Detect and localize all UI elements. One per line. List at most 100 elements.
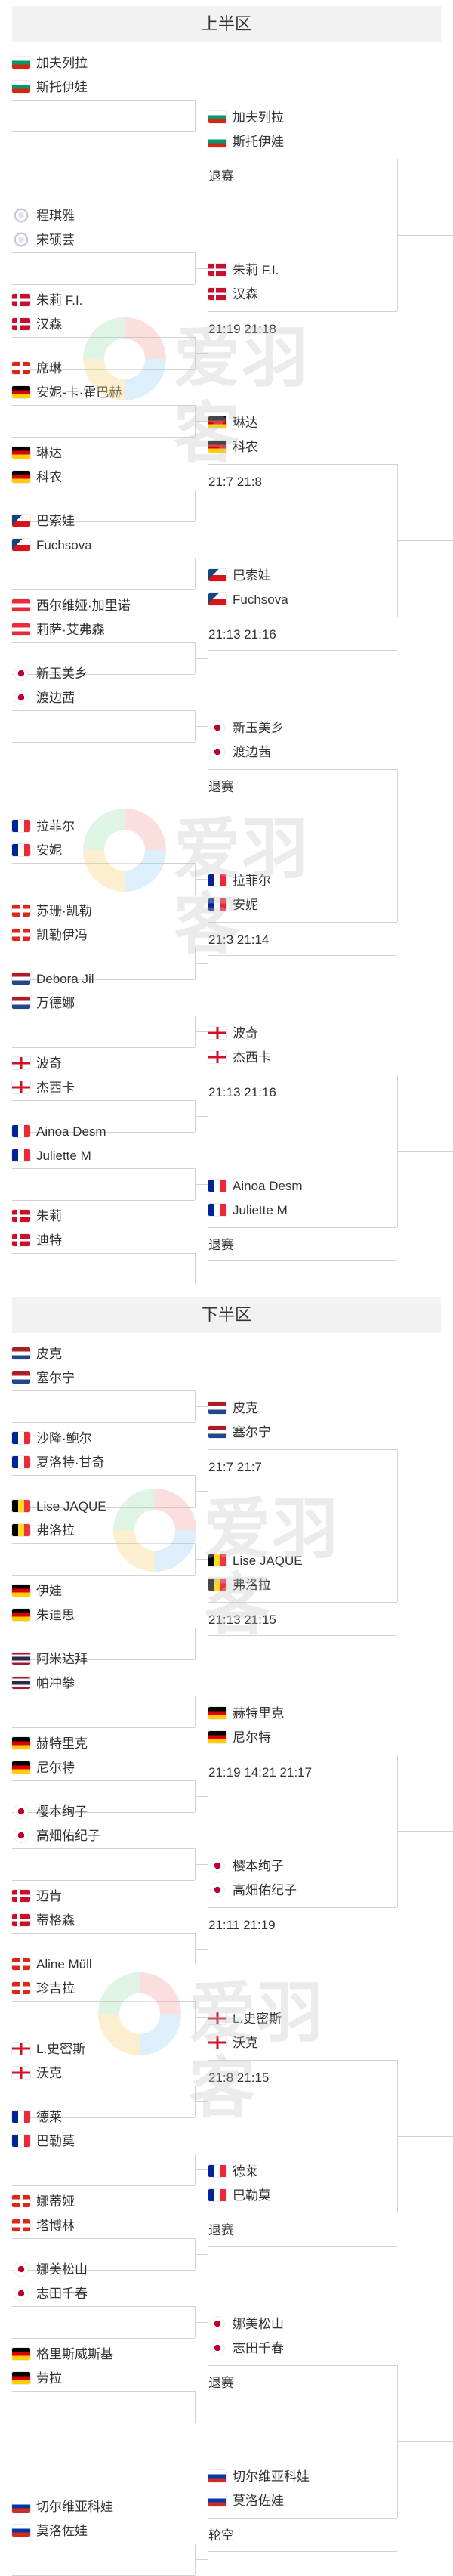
- winner-row[interactable]: 琳达: [208, 414, 258, 432]
- winner-row[interactable]: 娜美松山: [208, 2315, 284, 2333]
- player-row[interactable]: 宋硕芸: [12, 231, 75, 249]
- winner-row[interactable]: 拉菲尔: [208, 872, 271, 890]
- player-row[interactable]: 苏珊·凯勒: [12, 902, 92, 920]
- player-row[interactable]: Fuchsova: [12, 537, 92, 555]
- player-row[interactable]: Lise JAQUE: [12, 1498, 106, 1516]
- player-row[interactable]: 莉萨·艾弗森: [12, 621, 105, 639]
- winner-row[interactable]: Juliette M: [208, 1201, 288, 1220]
- player-row[interactable]: 杰西卡: [12, 1079, 75, 1097]
- player-row[interactable]: 赫特里克: [12, 1735, 88, 1753]
- player-row[interactable]: Debora Jil: [12, 970, 94, 988]
- winner-row[interactable]: 弗洛拉: [208, 1576, 271, 1594]
- watermark-logo: 爱羽客: [98, 1965, 370, 2126]
- winner-row[interactable]: 高畑佑纪子: [208, 1882, 297, 1900]
- player-row[interactable]: 珍吉拉: [12, 1980, 75, 1998]
- player-row[interactable]: 万德娜: [12, 994, 75, 1013]
- player-row[interactable]: 渡边茜: [12, 689, 75, 707]
- player-row[interactable]: 程琪雅: [12, 207, 75, 225]
- player-row[interactable]: 塔博林: [12, 2217, 75, 2235]
- player-row[interactable]: 凯勒伊冯: [12, 926, 88, 945]
- player-row[interactable]: 科农: [12, 469, 62, 487]
- player-row[interactable]: 西尔维娅·加里诺: [12, 597, 131, 615]
- winner-row[interactable]: 波奇: [208, 1025, 258, 1043]
- player-name: 蒂格森: [36, 1913, 75, 1928]
- player-row[interactable]: 阿米达拜: [12, 1650, 88, 1668]
- winner-row[interactable]: 安妮: [208, 896, 258, 914]
- winner-row[interactable]: L.史密斯: [208, 2010, 282, 2028]
- player-row[interactable]: 汉森: [12, 316, 62, 334]
- player-row[interactable]: 帕冲攀: [12, 1675, 75, 1693]
- player-row[interactable]: 樱本绚子: [12, 1803, 88, 1821]
- bracket-line: [12, 521, 195, 522]
- winner-row[interactable]: 德莱: [208, 2163, 258, 2181]
- player-row[interactable]: 弗洛拉: [12, 1522, 75, 1540]
- player-row[interactable]: 拉菲尔: [12, 818, 75, 836]
- player-row[interactable]: 席琳: [12, 360, 62, 378]
- player-row[interactable]: 沙隆·鲍尔: [12, 1430, 92, 1448]
- player-row[interactable]: 安妮-卡·霍巴赫: [12, 384, 122, 402]
- winner-row[interactable]: Lise JAQUE: [208, 1552, 303, 1570]
- player-row[interactable]: 琳达: [12, 444, 62, 462]
- player-row[interactable]: 高畑佑纪子: [12, 1827, 100, 1845]
- winner-row[interactable]: 新玉美乡: [208, 719, 284, 738]
- player-row[interactable]: 沃克: [12, 2064, 62, 2083]
- winner-row[interactable]: 斯托伊娃: [208, 133, 284, 151]
- winner-row[interactable]: 志田千春: [208, 2339, 284, 2358]
- player-row[interactable]: 斯托伊娃: [12, 79, 88, 97]
- winner-row[interactable]: 莫洛佐娃: [208, 2492, 284, 2510]
- winner-row[interactable]: 巴索娃: [208, 567, 271, 585]
- winner-row[interactable]: 沃克: [208, 2034, 258, 2052]
- flag-england-icon: [12, 1057, 30, 1069]
- player-row[interactable]: 波奇: [12, 1055, 62, 1073]
- player-row[interactable]: 塞尔宁: [12, 1369, 75, 1387]
- flag-japan-icon: [211, 745, 224, 759]
- winner-row[interactable]: 切尔维亚科娃: [208, 2468, 310, 2486]
- player-row[interactable]: Aline Müll: [12, 1956, 92, 1974]
- player-row[interactable]: 朱莉: [12, 1208, 62, 1226]
- player-row[interactable]: 朱莉 F.I.: [12, 292, 82, 310]
- player-row[interactable]: 娜蒂娅: [12, 2193, 75, 2211]
- player-row[interactable]: 德莱: [12, 2108, 62, 2126]
- player-row[interactable]: 巴索娃: [12, 512, 75, 530]
- player-row[interactable]: 莫洛佐娃: [12, 2522, 88, 2540]
- winner-row[interactable]: 塞尔宁: [208, 1424, 271, 1442]
- player-row[interactable]: 劳拉: [12, 2370, 62, 2388]
- winner-row[interactable]: 赫特里克: [208, 1705, 284, 1723]
- player-row[interactable]: 尼尔特: [12, 1759, 75, 1777]
- player-row[interactable]: 巴勒莫: [12, 2132, 75, 2151]
- player-row[interactable]: 皮克: [12, 1345, 62, 1363]
- player-row[interactable]: 夏洛特·甘奇: [12, 1454, 105, 1472]
- winner-row[interactable]: 杰西卡: [208, 1049, 271, 1067]
- winner-row[interactable]: 皮克: [208, 1399, 258, 1418]
- player-row[interactable]: 志田千春: [12, 2285, 88, 2303]
- flag-france-icon: [208, 2189, 226, 2201]
- player-row[interactable]: 朱迪思: [12, 1607, 75, 1625]
- winner-row[interactable]: 汉森: [208, 286, 258, 304]
- player-row[interactable]: L.史密斯: [12, 2040, 85, 2058]
- player-row[interactable]: Ainoa Desm: [12, 1123, 106, 1141]
- player-row[interactable]: 娜美松山: [12, 2261, 88, 2279]
- player-row[interactable]: 蒂格森: [12, 1912, 75, 1930]
- winner-row[interactable]: 渡边茜: [208, 744, 271, 762]
- winner-row[interactable]: 加夫列拉: [208, 109, 284, 127]
- winner-row[interactable]: 尼尔特: [208, 1729, 271, 1747]
- winner-row[interactable]: 樱本绚子: [208, 1857, 284, 1876]
- winner-row[interactable]: 科农: [208, 438, 258, 456]
- bracket-line: [12, 1200, 195, 1201]
- winner-row[interactable]: Ainoa Desm: [208, 1177, 303, 1195]
- player-row[interactable]: 迈肯: [12, 1888, 62, 1906]
- bracket-line: [208, 2246, 397, 2247]
- player-row[interactable]: 安妮: [12, 842, 62, 860]
- player-name: 加夫列拉: [36, 56, 88, 70]
- player-row[interactable]: 格里斯威斯基: [12, 2346, 113, 2364]
- player-row[interactable]: 加夫列拉: [12, 54, 88, 73]
- winner-row[interactable]: Fuchsova: [208, 591, 288, 609]
- winner-row[interactable]: 巴勒莫: [208, 2187, 271, 2205]
- winner-row[interactable]: 朱莉 F.I.: [208, 261, 279, 280]
- player-row[interactable]: 伊娃: [12, 1582, 62, 1600]
- player-row[interactable]: 切尔维亚科娃: [12, 2498, 113, 2516]
- player-row[interactable]: 迪特: [12, 1232, 62, 1250]
- flag-switzerland-icon: [12, 905, 30, 917]
- player-row[interactable]: 新玉美乡: [12, 665, 88, 683]
- player-row[interactable]: Juliette M: [12, 1147, 91, 1165]
